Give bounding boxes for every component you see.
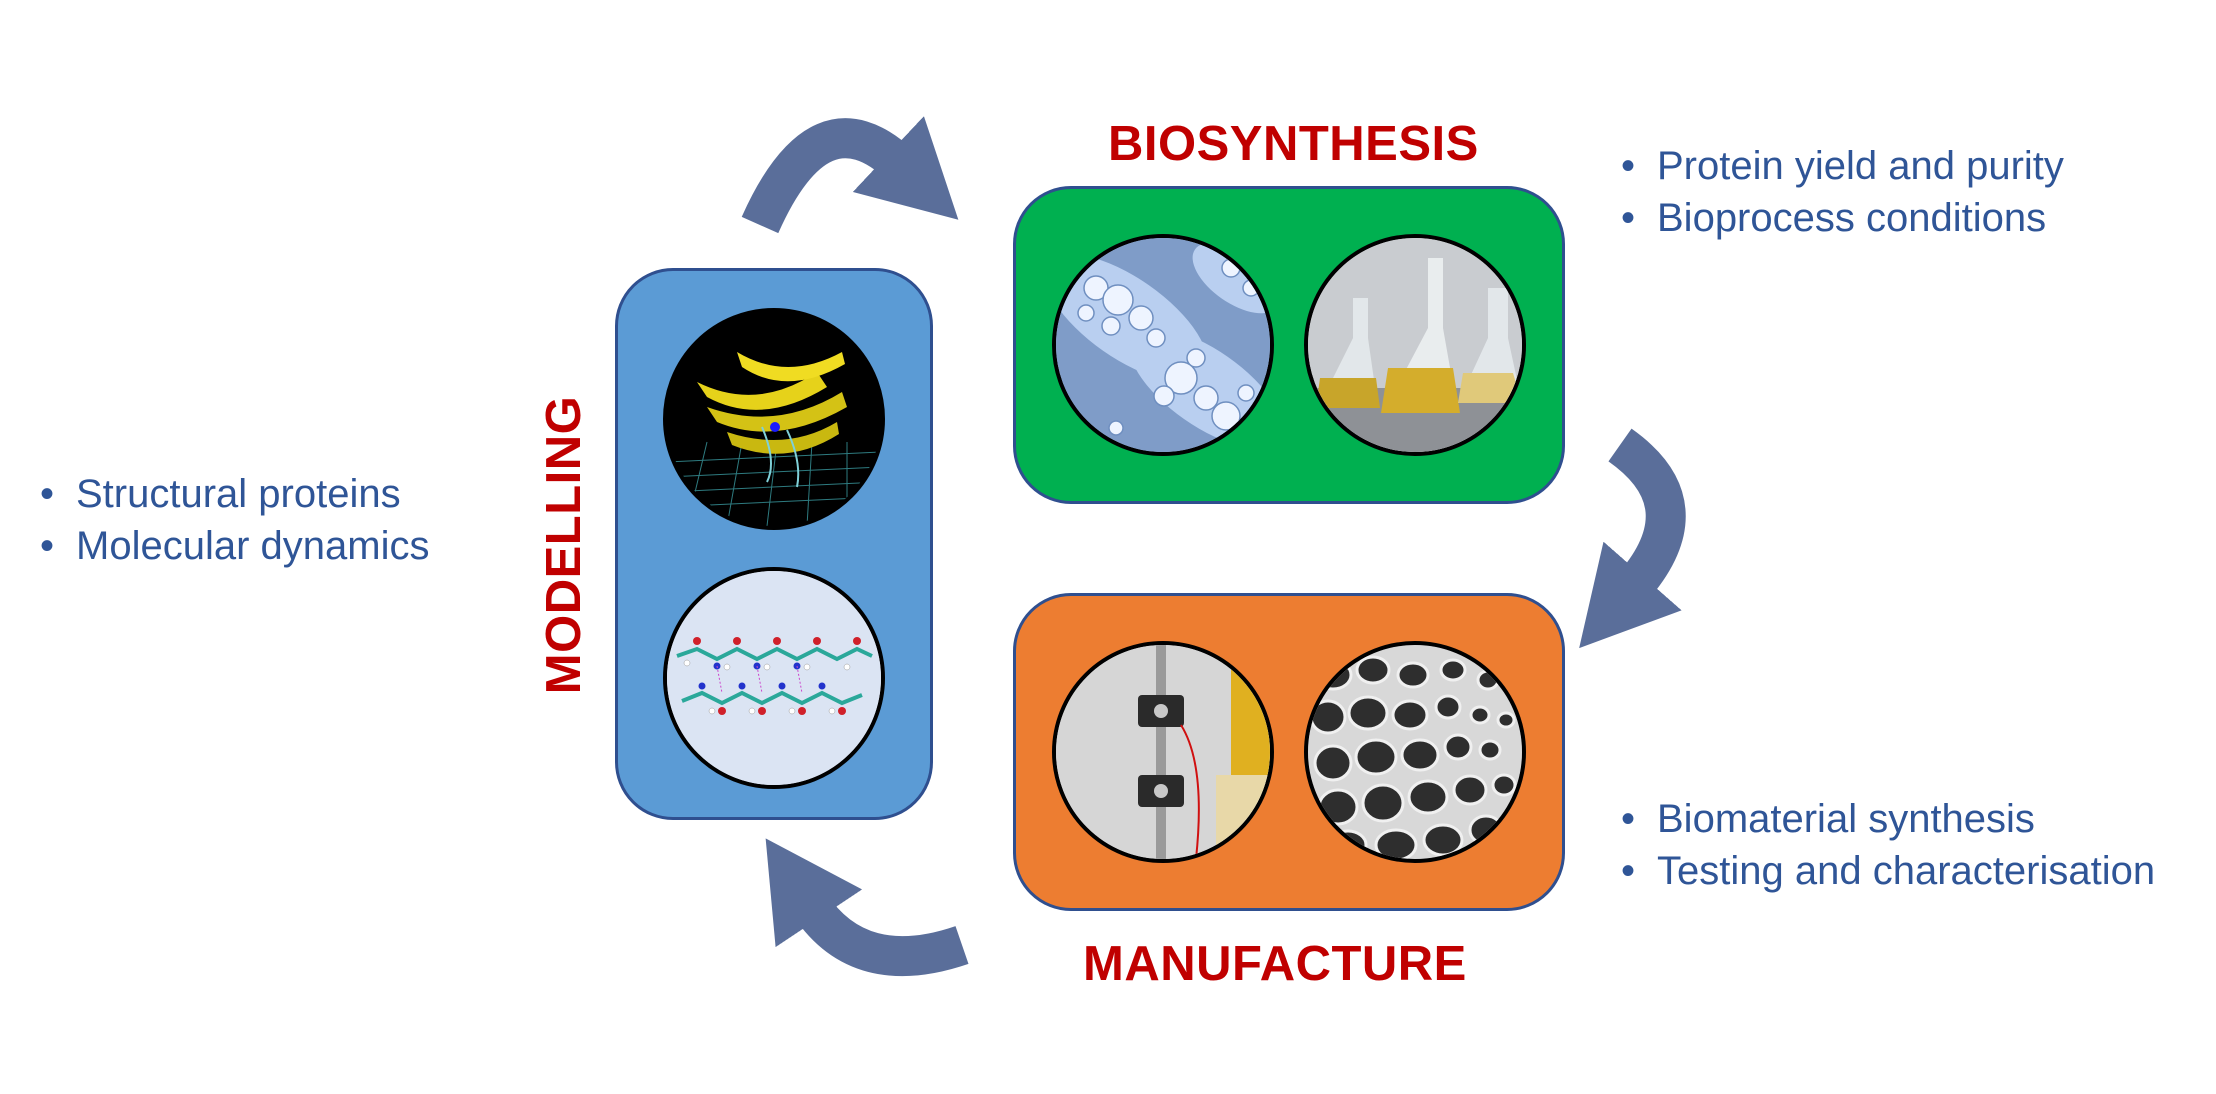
manufacture-title: MANUFACTURE <box>1083 937 1467 991</box>
modelling-title: MODELLING <box>537 395 591 695</box>
modelling-bullet-list: Structural proteins Molecular dynamics <box>40 468 429 572</box>
protein-structure-image <box>663 308 885 530</box>
modelling-panel <box>615 268 933 820</box>
manufacture-panel <box>1013 593 1565 911</box>
bullet-item: Structural proteins <box>40 468 429 520</box>
bullet-item: Biomaterial synthesis <box>1621 793 2155 845</box>
tensile-tester-image <box>1052 641 1274 863</box>
bullet-item: Protein yield and purity <box>1621 140 2064 192</box>
biosynthesis-title: BIOSYNTHESIS <box>1108 117 1479 171</box>
cell-microscopy-image <box>1052 234 1274 456</box>
culture-flasks-image <box>1304 234 1526 456</box>
manufacture-bullet-list: Biomaterial synthesis Testing and charac… <box>1621 793 2155 897</box>
bullet-item: Molecular dynamics <box>40 520 429 572</box>
biosynthesis-panel <box>1013 186 1565 504</box>
cycle-arrow-icon <box>741 116 959 234</box>
cycle-arrow-icon <box>765 838 969 977</box>
biosynthesis-bullet-list: Protein yield and purity Bioprocess cond… <box>1621 140 2064 244</box>
porous-scaffold-image <box>1304 641 1526 863</box>
bullet-item: Bioprocess conditions <box>1621 192 2064 244</box>
bullet-item: Testing and characterisation <box>1621 845 2155 897</box>
cycle-arrow-icon <box>1579 428 1686 649</box>
molecular-chain-image <box>663 567 885 789</box>
